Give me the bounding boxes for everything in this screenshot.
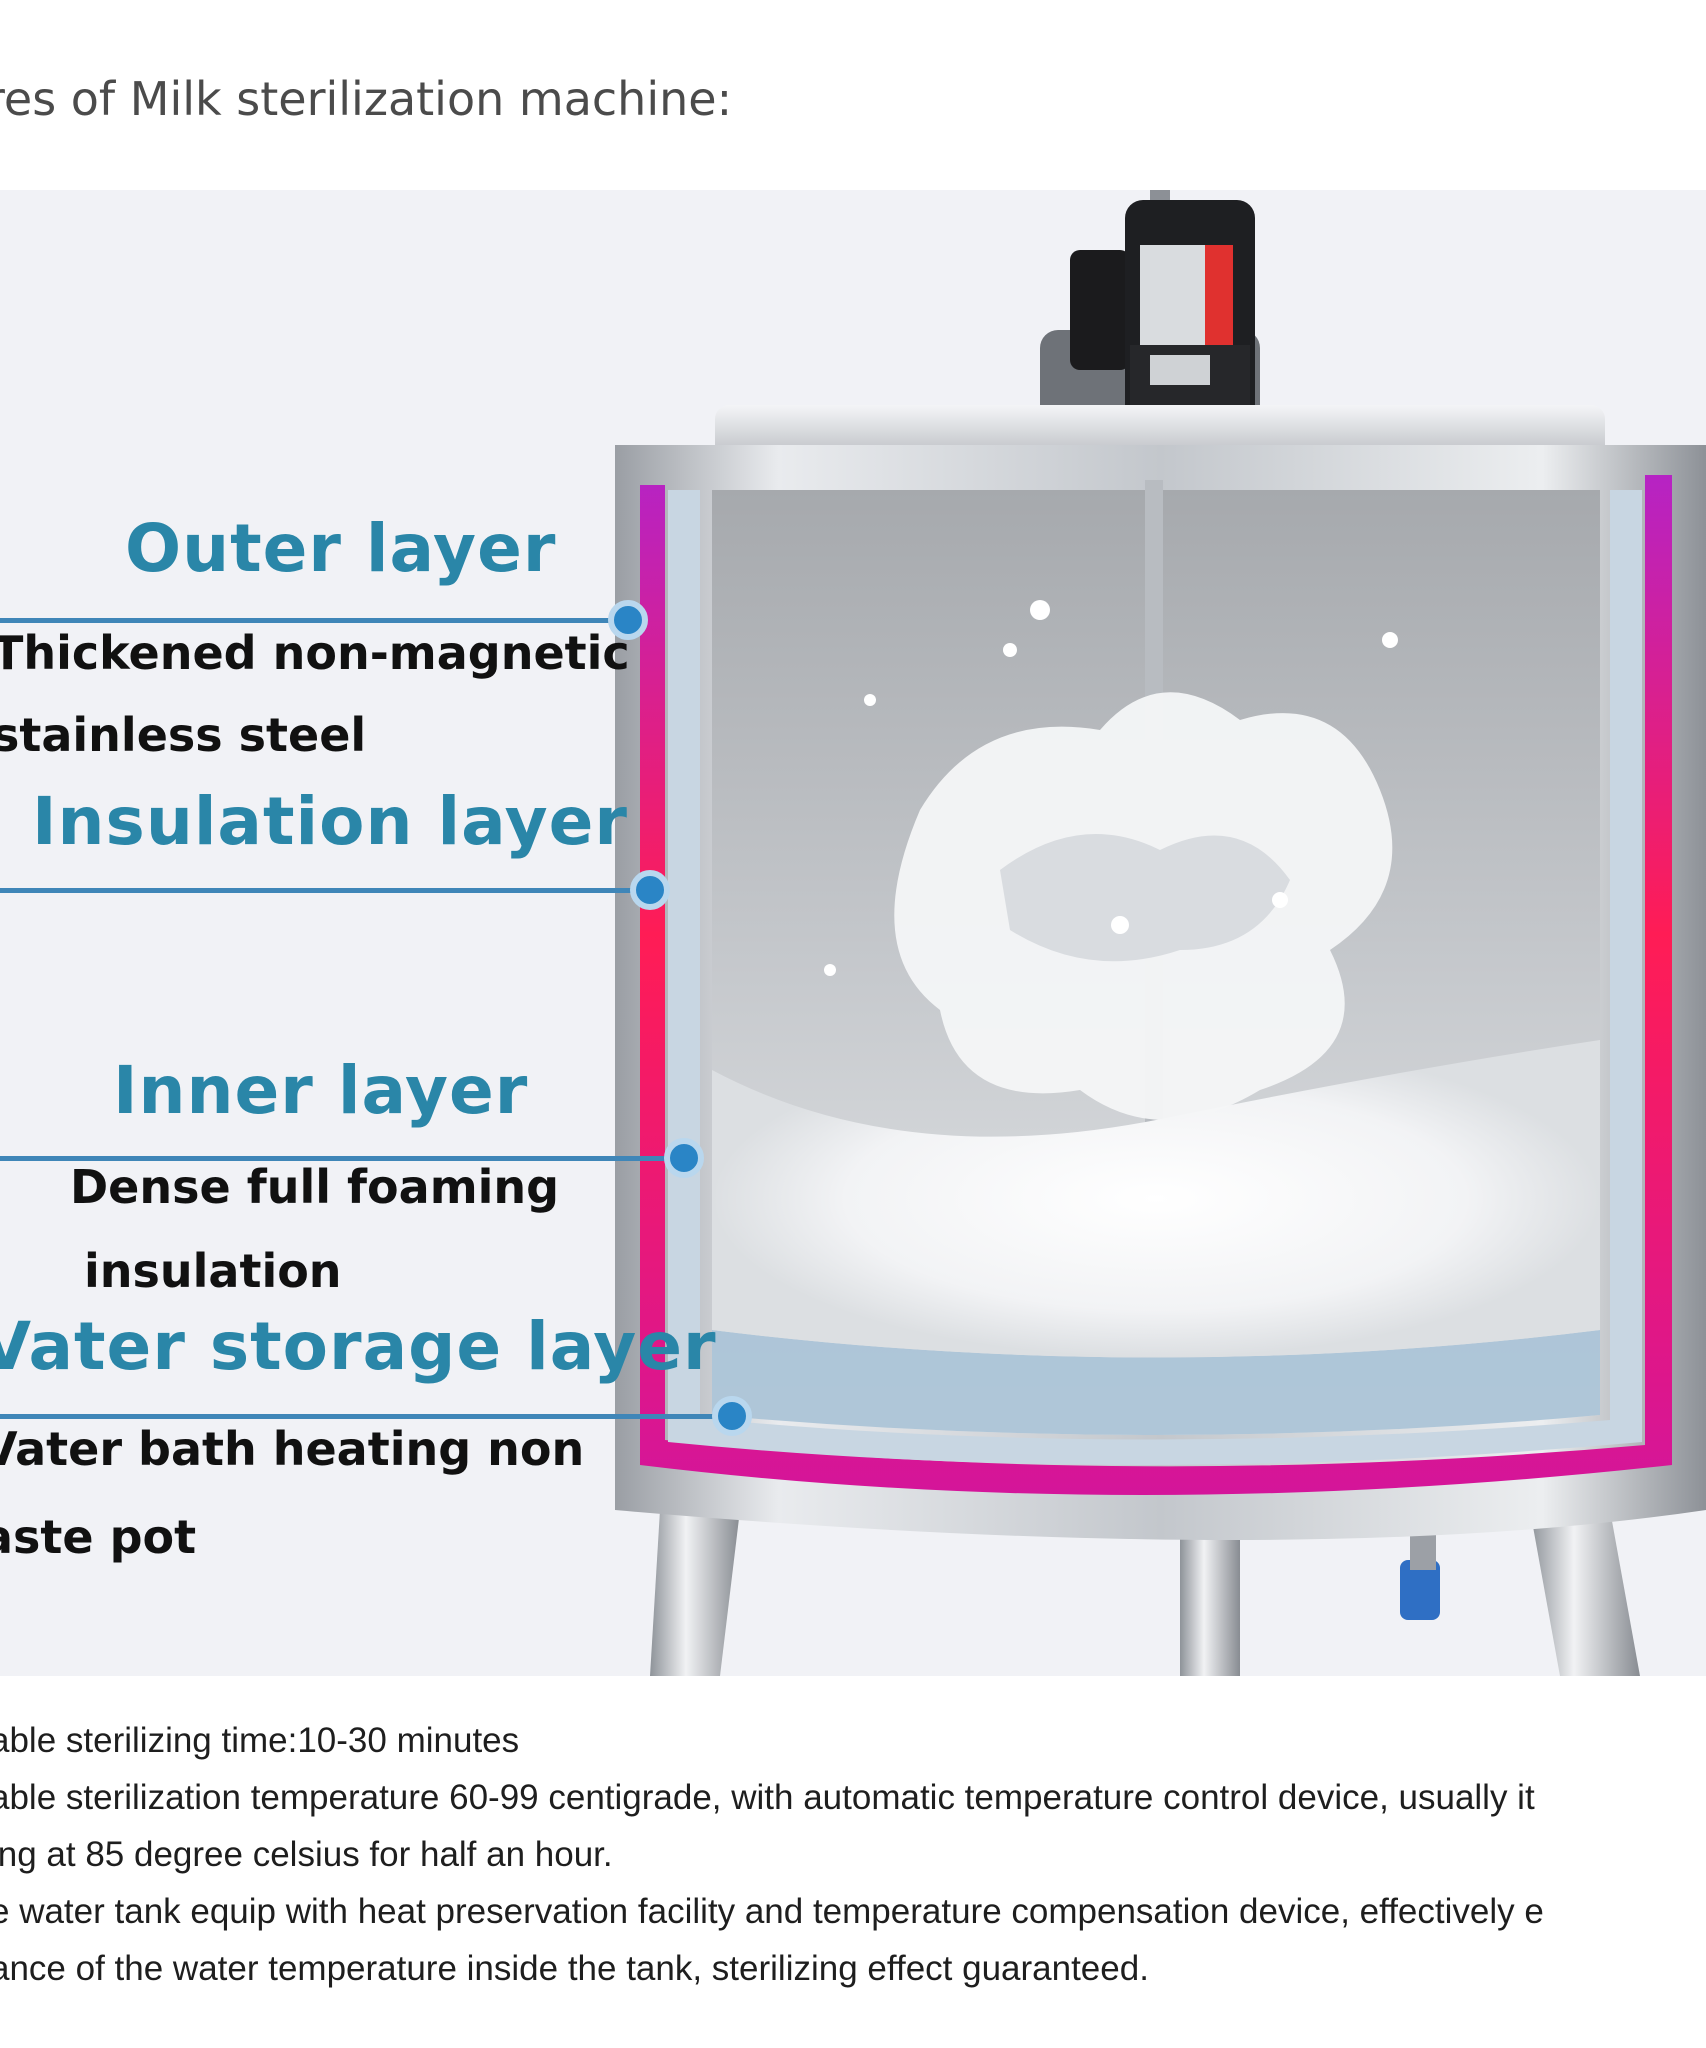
feature-item: ance of the water temperature inside the… [0,1949,1149,1988]
milk-drop [1030,600,1050,620]
tank-leg [1530,1510,1640,1676]
water-storage-layer-connector [0,1414,720,1419]
milk-drop [824,964,836,976]
insulation-layer-connector [0,888,640,893]
water-storage-layer-desc-line2: aste pot [0,1510,197,1564]
outer-layer-desc-line1: Thickened non-magnetic [0,626,630,680]
milk-drop [1111,916,1129,934]
milk-drop [1382,632,1398,648]
gearbox-label [1150,355,1210,385]
drain-valve [1400,1560,1440,1620]
milk-drop [1003,643,1017,657]
inner-layer-connector [0,1156,680,1161]
motor-housing [1070,250,1130,370]
insulation-layer-marker [630,870,670,910]
page-heading: res of Milk sterilization machine: [0,72,733,126]
feature-item: able sterilization temperature 60-99 cen… [0,1778,1535,1817]
water-bath [712,1330,1600,1435]
insulation-layer-title: Insulation layer [32,783,628,860]
inner-layer-marker [664,1138,704,1178]
feature-list: able sterilizing time:10-30 minutes able… [0,1712,1544,1997]
water-storage-layer-title: Vater storage layer [0,1308,717,1385]
tank-illustration [615,190,1706,1676]
tank-leg [1180,1510,1240,1676]
tank-diagram: Outer layer Thickened non-magnetic stain… [0,190,1706,1676]
feature-item: ing at 85 degree celsius for half an hou… [0,1835,613,1874]
motor-label-red [1205,245,1233,345]
milk-surface [712,1040,1600,1358]
outer-layer-title: Outer layer [125,510,557,587]
feature-item: able sterilizing time:10-30 minutes [0,1721,520,1760]
outer-layer-connector [0,618,615,623]
inner-layer-title: Inner layer [113,1052,529,1129]
inner-layer-desc-line1: Dense full foaming [70,1160,560,1214]
water-storage-layer-desc-line1: Vater bath heating non [0,1422,585,1476]
outer-layer-marker [608,600,648,640]
milk-splash-shadow [1000,834,1290,962]
milk-drop [864,694,876,706]
tank-leg [650,1510,740,1676]
water-storage-layer-marker [712,1396,752,1436]
milk-drop [1272,892,1288,908]
feature-item: e water tank equip with heat preservatio… [0,1892,1544,1931]
outer-layer-desc-line2: stainless steel [0,708,367,762]
inner-layer-desc-line2: insulation [84,1244,342,1298]
